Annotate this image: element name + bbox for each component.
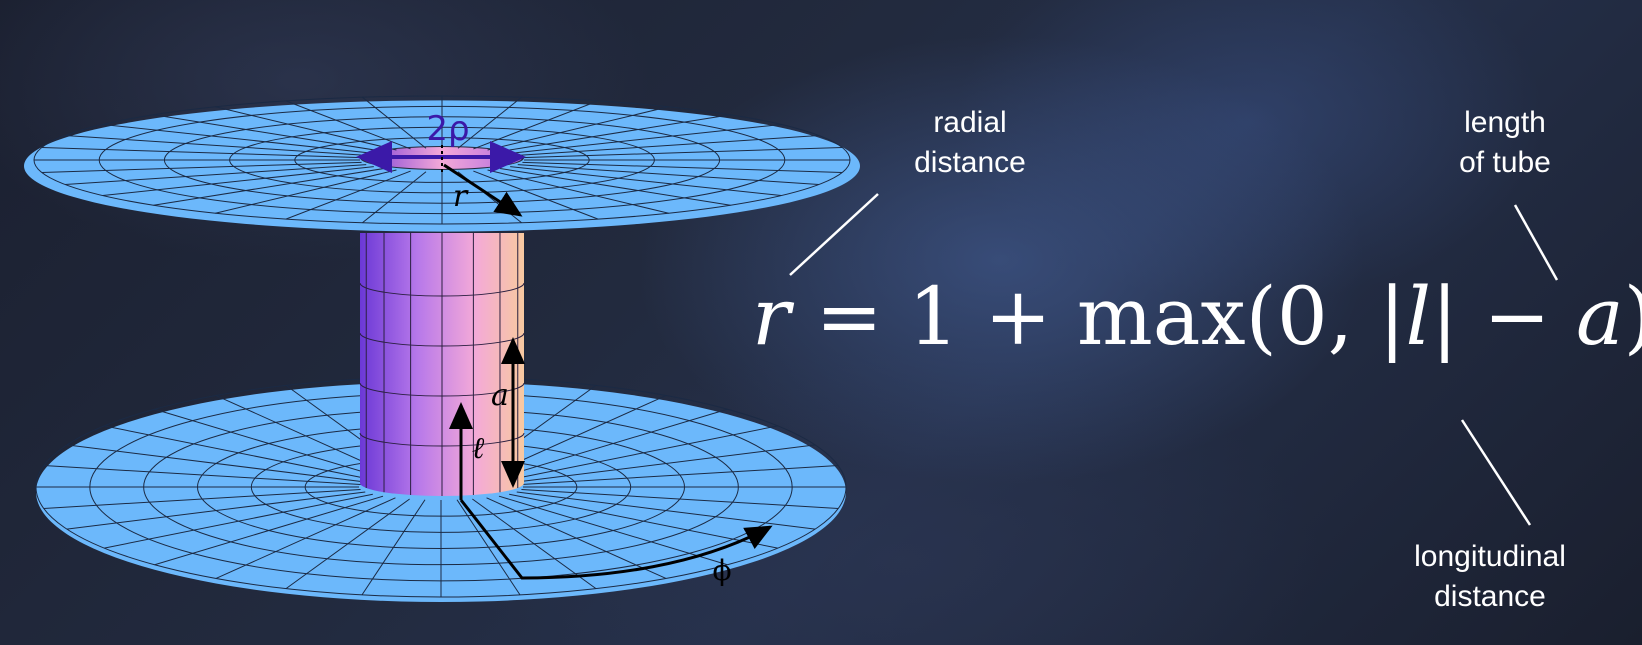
wormhole-tube: [359, 233, 525, 496]
grid-spoke: [285, 100, 411, 150]
grid-spoke: [498, 408, 728, 479]
r-arrow: [443, 163, 523, 217]
throat-diameter-arrow: [356, 141, 526, 173]
grid-spoke: [473, 170, 599, 220]
grid-spoke: [215, 169, 397, 214]
grid-spoke: [104, 425, 373, 481]
grid-spoke: [499, 114, 731, 153]
grid-spoke: [517, 164, 819, 185]
grid-spoke: [285, 498, 410, 590]
tube-grid-ring: [359, 382, 525, 397]
grid-spoke: [43, 489, 361, 509]
grid-spoke: [153, 114, 385, 153]
grid-spoke: [43, 465, 361, 485]
longitudinal-distance-label: longitudinal distance: [1390, 537, 1590, 617]
equation-l: l: [1405, 270, 1432, 363]
grid-spoke: [510, 166, 782, 197]
radial-label-line-2: distance: [914, 146, 1026, 179]
grid-spoke: [154, 495, 384, 566]
radial-label-line-1: radial: [933, 106, 1007, 139]
ell-label: ℓ: [472, 431, 485, 466]
grid-spoke: [65, 164, 367, 185]
equation-r: r: [752, 270, 791, 363]
grid-spoke: [362, 171, 427, 224]
equation-close: ): [1624, 270, 1642, 363]
grid-spoke: [456, 499, 521, 596]
throat-label: 2ρ: [426, 109, 469, 149]
phi-label: ϕ: [712, 554, 731, 587]
grid-spoke: [521, 489, 839, 509]
grid-spoke: [517, 135, 819, 156]
grid-spoke: [472, 498, 597, 590]
grid-spoke: [521, 465, 839, 485]
grid-spoke: [66, 491, 366, 530]
grid-spoke: [153, 167, 385, 206]
grid-spoke: [41, 161, 362, 173]
radial-leader-line: [789, 193, 879, 276]
grid-spoke: [499, 167, 731, 206]
grid-spoke: [102, 166, 374, 197]
top-disk: [23, 95, 861, 232]
grid-spoke: [104, 493, 373, 549]
phi-arrow: [459, 499, 773, 580]
wormhole-equation: r = 1 + max(0, |l| − a): [752, 262, 1642, 372]
longitudinal-label-line-1: longitudinal: [1414, 540, 1566, 573]
equation-part-1: = 1 + max(0, |: [790, 270, 1406, 363]
a-label: a: [491, 378, 509, 413]
grid-spoke: [516, 491, 816, 530]
grid-spoke: [498, 495, 728, 566]
grid-spoke: [509, 425, 778, 481]
equation-a: a: [1575, 270, 1624, 363]
longitudinal-leader-line: [1460, 419, 1532, 526]
grid-spoke: [522, 161, 843, 173]
length-leader-line: [1513, 204, 1559, 281]
grid-spoke: [457, 96, 522, 149]
grid-spoke: [510, 123, 782, 154]
grid-spoke: [509, 493, 778, 549]
length-label-line-1: length: [1464, 106, 1546, 139]
grid-spoke: [285, 170, 411, 220]
grid-spoke: [486, 497, 667, 579]
grid-spoke: [102, 123, 374, 154]
longitudinal-label-line-2: distance: [1434, 580, 1546, 613]
grid-spoke: [361, 499, 426, 596]
grid-spoke: [65, 135, 367, 156]
grid-spoke: [522, 147, 843, 159]
grid-spoke: [154, 408, 384, 479]
radial-distance-label: radial distance: [880, 103, 1060, 183]
r-label: r: [453, 179, 469, 214]
grid-spoke: [473, 100, 599, 150]
grid-spoke: [487, 169, 669, 214]
grid-spoke: [66, 444, 366, 483]
grid-spoke: [41, 147, 362, 159]
grid-spoke: [516, 444, 816, 483]
tube-grid-ring: [359, 282, 525, 297]
grid-spoke: [215, 497, 396, 579]
grid-spoke: [362, 96, 427, 149]
equation-part-2: | −: [1431, 270, 1576, 363]
length-of-tube-label: length of tube: [1430, 103, 1580, 183]
tube-grid-ring: [359, 432, 525, 447]
length-label-line-2: of tube: [1459, 146, 1551, 179]
